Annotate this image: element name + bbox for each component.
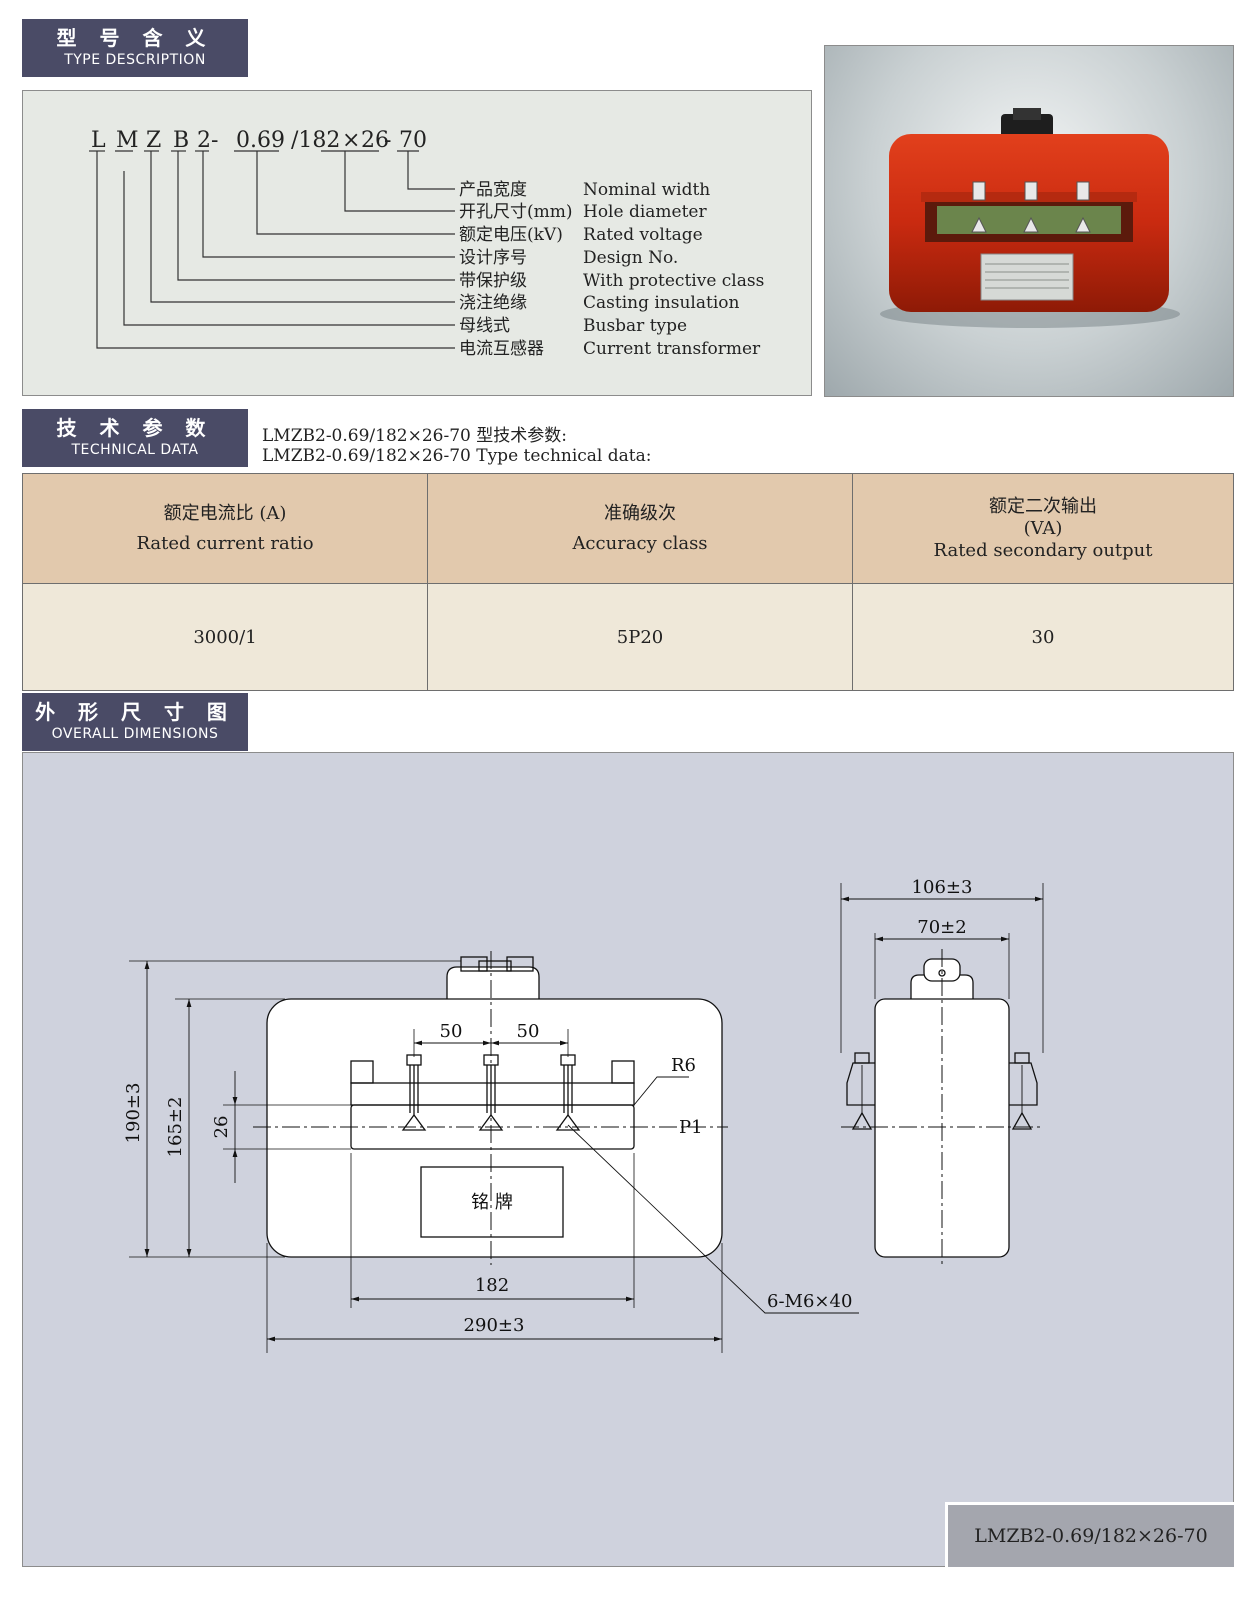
- item-en: Design No.: [583, 248, 678, 268]
- item-cn: 母线式: [459, 316, 510, 336]
- dim-bolt-pitch-left: 50: [440, 1021, 463, 1042]
- dim-window-width: 182: [475, 1275, 509, 1296]
- cell-output: 30: [852, 583, 1234, 691]
- code-letter: 0.69: [236, 128, 285, 153]
- section-title-en: TYPE DESCRIPTION: [64, 52, 206, 68]
- section-title-cn: 外 形 尺 寸 图: [35, 700, 235, 724]
- product-photo: [824, 45, 1234, 397]
- header-cn: 准确级次: [604, 502, 676, 524]
- code-letter: ×: [342, 128, 360, 153]
- leader-lines: [89, 150, 455, 349]
- tech-caption-en: LMZB2-0.69/182×26-70 Type technical data…: [262, 446, 652, 466]
- header-en: Rated secondary output: [933, 539, 1153, 561]
- section-header-tech: 技 术 参 数 TECHNICAL DATA: [22, 409, 248, 467]
- header-en: Rated current ratio: [136, 532, 314, 554]
- dim-radius: R6: [671, 1055, 696, 1076]
- header-cn: 额定二次输出: [989, 495, 1097, 517]
- tech-caption-cn: LMZB2-0.69/182×26-70 型技术参数:: [262, 426, 567, 446]
- item-en: Busbar type: [583, 316, 687, 336]
- label-p1: P1: [679, 1117, 703, 1138]
- model-tag: LMZB2-0.69/182×26-70: [945, 1502, 1234, 1567]
- header-en: Accuracy class: [572, 532, 708, 554]
- table-row: 3000/1 5P20 30: [22, 583, 1234, 691]
- dim-side-overall: 106±3: [912, 877, 973, 898]
- type-description-panel: L M Z B 2- 0.69 /182 × 26 - 70: [22, 90, 812, 396]
- section-title-en: OVERALL DIMENSIONS: [51, 726, 219, 742]
- item-en: Casting insulation: [583, 293, 740, 313]
- nameplate-label: 铭 牌: [471, 1192, 513, 1213]
- section-title-en: TECHNICAL DATA: [71, 442, 199, 458]
- code-letter: Z: [146, 128, 161, 153]
- item-cn: 开孔尺寸(mm): [459, 202, 573, 222]
- code-letter: M: [116, 128, 139, 153]
- code-letter: 26: [361, 128, 389, 153]
- cell-current-ratio: 3000/1: [22, 583, 428, 691]
- header-unit: (VA): [1023, 517, 1063, 539]
- header-cell-output: 额定二次输出 (VA) Rated secondary output: [852, 473, 1234, 584]
- code-letter: B: [173, 128, 189, 153]
- code-letter: L: [91, 128, 106, 153]
- cell-accuracy: 5P20: [427, 583, 853, 691]
- item-cn: 额定电压(kV): [459, 225, 563, 245]
- item-cn: 电流互感器: [459, 339, 544, 359]
- code-letter: -: [384, 128, 391, 153]
- tech-caption: LMZB2-0.69/182×26-70 型技术参数: LMZB2-0.69/1…: [262, 426, 652, 466]
- dimension-drawing: 190±3 165±2 26 50 50 R6 P1 铭 牌 182 290±3…: [123, 877, 1044, 1353]
- header-cell-accuracy: 准确级次 Accuracy class: [427, 473, 853, 584]
- table-header-row: 额定电流比 (A) Rated current ratio 准确级次 Accur…: [22, 473, 1234, 584]
- header-cell-current-ratio: 额定电流比 (A) Rated current ratio: [22, 473, 428, 584]
- dimension-drawing-panel: 190±3 165±2 26 50 50 R6 P1 铭 牌 182 290±3…: [22, 752, 1234, 1567]
- item-cn: 设计序号: [459, 248, 527, 268]
- item-cn: 产品宽度: [459, 180, 527, 200]
- type-code-diagram: L M Z B 2- 0.69 /182 × 26 - 70: [89, 128, 764, 359]
- code-letter: 2-: [197, 128, 218, 153]
- item-en: With protective class: [583, 271, 764, 291]
- dim-height-body: 165±2: [165, 1097, 186, 1158]
- transformer-illustration: [880, 108, 1180, 328]
- technical-data-table: 额定电流比 (A) Rated current ratio 准确级次 Accur…: [22, 473, 1234, 691]
- bolt-spec-label: 6-M6×40: [767, 1291, 852, 1312]
- item-cn: 浇注绝缘: [459, 293, 527, 313]
- code-letter: 70: [399, 128, 427, 153]
- section-header-dims: 外 形 尺 寸 图 OVERALL DIMENSIONS: [22, 693, 248, 751]
- dim-side-body: 70±2: [917, 917, 966, 938]
- item-cn: 带保护级: [459, 271, 527, 291]
- dim-overall-width: 290±3: [464, 1315, 525, 1336]
- item-en: Current transformer: [583, 339, 761, 359]
- item-en: Nominal width: [583, 180, 710, 200]
- section-header-type: 型 号 含 义 TYPE DESCRIPTION: [22, 19, 248, 77]
- item-en: Hole diameter: [583, 202, 707, 222]
- header-cn: 额定电流比 (A): [163, 502, 287, 524]
- dim-bolt-pitch-right: 50: [517, 1021, 540, 1042]
- dim-window-height: 26: [211, 1116, 232, 1139]
- code-letter: /182: [291, 128, 340, 153]
- dim-height-overall: 190±3: [123, 1083, 144, 1144]
- item-en: Rated voltage: [583, 225, 703, 245]
- section-title-cn: 型 号 含 义: [56, 26, 214, 50]
- section-title-cn: 技 术 参 数: [56, 416, 214, 440]
